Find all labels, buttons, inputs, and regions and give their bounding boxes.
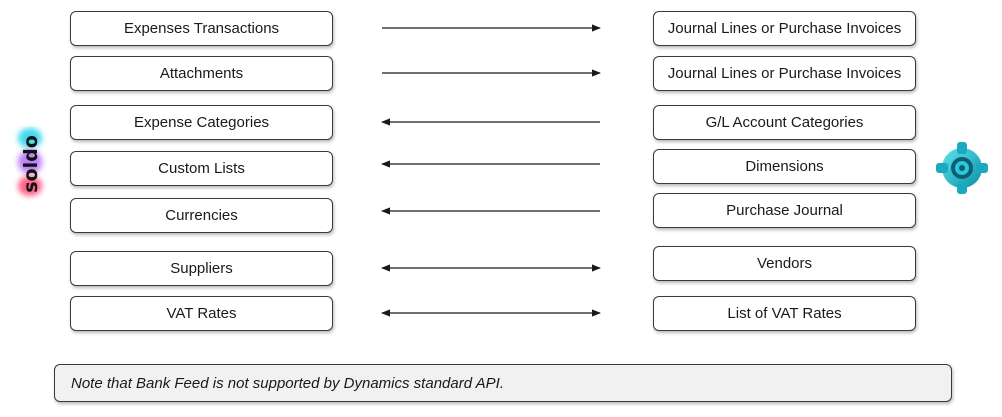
dynamics-entity-vendors: Vendors [653,246,916,281]
soldo-entity-suppliers: Suppliers [70,251,333,286]
dynamics-365-business-central-logo [936,142,988,194]
footnote: Note that Bank Feed is not supported by … [54,364,952,402]
soldo-entity-currencies: Currencies [70,198,333,233]
dynamics-entity-journal-lines-2: Journal Lines or Purchase Invoices [653,56,916,91]
soldo-entity-expense-categories: Expense Categories [70,105,333,140]
dynamics-entity-list-of-vat-rates: List of VAT Rates [653,296,916,331]
dynamics-entity-dimensions: Dimensions [653,149,916,184]
footnote-text: Note that Bank Feed is not supported by … [71,374,505,392]
svg-text:soldo: soldo [20,135,42,193]
dynamics-entity-gl-account-categories: G/L Account Categories [653,105,916,140]
soldo-entity-custom-lists: Custom Lists [70,151,333,186]
soldo-logo: soldo [18,128,42,196]
soldo-entity-vat-rates: VAT Rates [70,296,333,331]
dynamics-entity-journal-lines-1: Journal Lines or Purchase Invoices [653,11,916,46]
dynamics-entity-purchase-journal: Purchase Journal [653,193,916,228]
soldo-entity-attachments: Attachments [70,56,333,91]
soldo-entity-expenses-transactions: Expenses Transactions [70,11,333,46]
